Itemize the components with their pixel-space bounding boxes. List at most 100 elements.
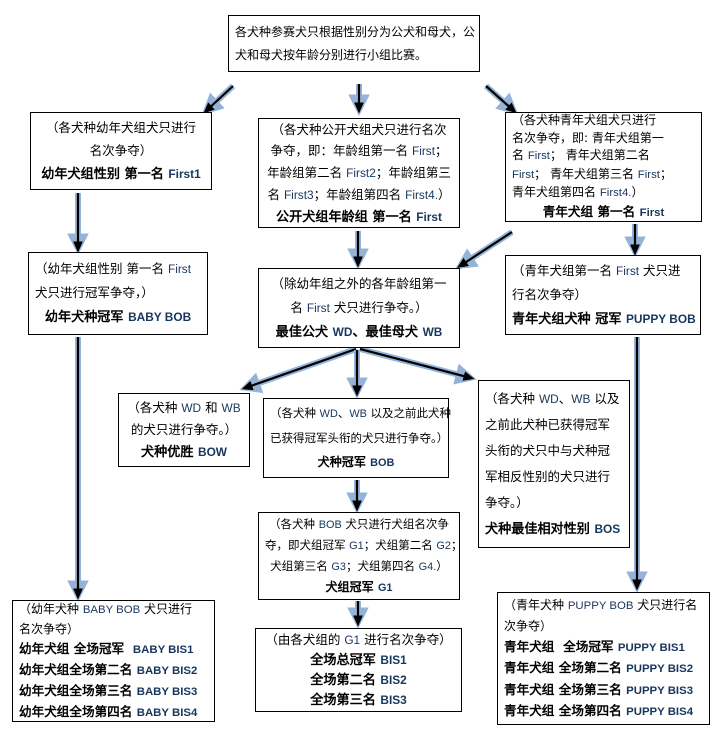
text-label: 青年犬组犬种 冠军 (512, 311, 627, 327)
award-code-label: First3 (283, 187, 314, 202)
arrow-intro-to-baby-first (201, 83, 236, 116)
box-open-group-first: （各犬种公开犬组犬只进行名次争夺，即：年龄组第一名 First；年龄组第二名 F… (258, 118, 460, 228)
text-label: 进行名次争夺） (360, 632, 452, 647)
text-label: （各犬种 (270, 406, 320, 420)
text-label: 犬只进行 (140, 601, 193, 616)
award-code-label: WB (571, 391, 591, 406)
box-line: 次争夺） (498, 616, 709, 637)
box-line: 犬和母犬按年龄分别进行小组比赛。 (229, 44, 479, 67)
text-label: 、最佳母犬 (352, 324, 423, 340)
award-code-label: WB (349, 408, 367, 420)
award-code-label: PUPPY BIS1 (617, 641, 685, 654)
award-code-label: BOB (318, 519, 342, 531)
text-label: 次争夺） (504, 619, 553, 633)
text-label: 年龄组第二名 (267, 164, 347, 180)
box-line: 犬种冠军 BOB (264, 450, 448, 475)
box-line: 行名次争夺） (506, 283, 700, 307)
text-label: 名次争夺） (89, 143, 153, 158)
award-code-label: G2 (436, 540, 451, 552)
text-label: 幼年犬组性别 第一名 (41, 167, 169, 182)
box-line: 犬组第三名 G3；犬组第四名 G4.） (259, 556, 459, 577)
award-code-label: PUPPY BIS4 (626, 706, 694, 718)
text-label: 名 (512, 148, 528, 162)
award-code-label: G4. (418, 561, 437, 573)
box-line: 名 First； 青年犬组第二名 (506, 147, 701, 166)
box-line: 的犬只进行争夺。） (119, 419, 249, 441)
box-line: （各犬种 BOB 犬只进行犬组名次争 (259, 514, 459, 535)
box-baby-group-first: （各犬种幼年犬组犬只进行名次争夺） 幼年犬组性别 第一名 First1 (30, 112, 212, 190)
box-line: 幼年犬组全场第二名 BABY BIS2 (13, 660, 214, 681)
text-label: 名次争夺） (19, 621, 80, 636)
text-label: （各犬种青年犬组犬只进行 (512, 113, 657, 127)
box-line: 青年犬组 全场第四名 PUPPY BIS4 (498, 701, 709, 723)
box-line: 年龄组第二名 First2；年龄组第三 (259, 162, 459, 184)
text-label: 名 (267, 186, 284, 202)
text-label: 的犬只进行争夺。） (130, 421, 238, 437)
award-code-label: First4. (599, 187, 632, 199)
text-label: 、 (337, 406, 350, 420)
text-label: ； (450, 538, 463, 552)
text-label: 已获得冠军头衔的犬只进行争夺。） (270, 431, 449, 445)
text-label: 头衔的犬只中与犬种冠 (485, 442, 611, 458)
award-code-label: BOS (594, 521, 621, 536)
arrow-wdwb-to-bos (359, 346, 477, 385)
award-code-label: BIS2 (380, 673, 407, 687)
arrow-intro-to-puppy-first (484, 83, 519, 115)
box-line: 头衔的犬只中与犬种冠 (479, 438, 629, 464)
text-label: （由各犬组的 (265, 632, 345, 647)
text-label: ； 青年犬组第二名 (549, 148, 650, 162)
text-label: （各犬种 (269, 517, 319, 531)
text-label: （各犬种 (485, 390, 539, 406)
box-line: 夺，即犬组冠军 G1；犬组第二名 G2； (259, 535, 462, 556)
text-label: （除幼年组之外的各年龄组第一 (271, 275, 447, 291)
award-code-label: First1 (168, 167, 201, 181)
text-label: （幼年犬种 (19, 601, 83, 616)
box-puppy-breed-champion: （青年犬组第一名 First 犬只进行名次争夺）青年犬组犬种 冠军 PUPPY … (505, 255, 701, 335)
award-code-label: PUPPY BOB (626, 311, 696, 326)
text-label: ； (435, 142, 448, 158)
text-label: （青年犬种 (504, 597, 568, 612)
box-line: 青年犬组第四名 First4.） (506, 184, 701, 203)
box-line: 全场总冠军 BIS1 (256, 650, 461, 670)
text-label: ；年龄组第四名 (313, 186, 406, 202)
box-puppy-group-first: （各犬种青年犬组犬只进行名次争夺，即: 青年犬组第一名 First； 青年犬组第… (505, 112, 702, 222)
box-line: 青年犬组 全场冠军 PUPPY BIS1 (498, 637, 709, 659)
box-line: 全场第三名 BIS3 (256, 690, 461, 710)
award-code-label: BABY BIS1 (132, 643, 194, 656)
text-label: 之前此犬种已获得冠军 (485, 416, 611, 432)
award-code-label: BOB (370, 457, 395, 469)
award-code-label: WB (221, 400, 241, 415)
text-label: 公开犬组年龄组 第一名 (276, 209, 417, 225)
box-line: 名 First 犬只进行争夺。） (259, 296, 459, 320)
text-label: 犬只进行争夺。） (329, 299, 428, 315)
text-label: （青年犬组第一名 (512, 262, 616, 278)
award-code-label: G1 (377, 582, 393, 594)
award-code-label: First (306, 300, 330, 315)
box-line: 青年犬组 全场第三名 PUPPY BIS3 (498, 680, 709, 702)
text-label: 、 (558, 390, 572, 406)
text-label: 犬种优胜 (141, 444, 199, 460)
text-label: 犬种最佳相对性别 (485, 521, 595, 537)
text-label: 幼年犬组 全场冠军 (19, 640, 133, 656)
text-label: 夺，即犬组冠军 (265, 538, 350, 552)
text-label: ） (631, 185, 644, 199)
box-line: （各犬种公开犬组犬只进行名次 (259, 119, 459, 140)
box-line: 幼年犬种冠军 BABY BOB (29, 305, 207, 330)
box-line: 幼年犬组全场第四名 BABY BIS4 (13, 702, 214, 723)
box-line: 争夺。） (479, 490, 629, 516)
text-label: ） (438, 186, 451, 202)
award-code-label: PUPPY BOB (567, 599, 634, 612)
text-label: 名次争夺，即: 青年犬组第一 (512, 130, 664, 145)
box-line: （各犬种幼年犬组犬只进行 (31, 116, 211, 139)
text-label: 青年犬组 全场冠军 (504, 638, 618, 654)
award-code-label: First (167, 262, 192, 276)
text-label: 争夺。） (485, 494, 529, 510)
box-baby-best-in-show: （幼年犬种 BABY BOB 犬只进行名次争夺） 幼年犬组 全场冠军 BABY B… (12, 600, 215, 722)
text-label: 军相反性别的犬只进行 (485, 468, 611, 484)
box-line: （幼年犬种 BABY BOB 犬只进行 (13, 600, 214, 620)
box-best-opposite-sex: （各犬种 WD、WB 以及之前此犬种已获得冠军头衔的犬只中与犬种冠军相反性别的犬… (478, 380, 630, 548)
box-line: 名次争夺，即: 青年犬组第一 (506, 130, 701, 148)
text-label: 犬只进行名 (633, 597, 698, 612)
box-winners-dog-bitch: （除幼年组之外的各年龄组第一名 First 犬只进行争夺。）最佳公犬 WD、最佳… (258, 268, 460, 348)
